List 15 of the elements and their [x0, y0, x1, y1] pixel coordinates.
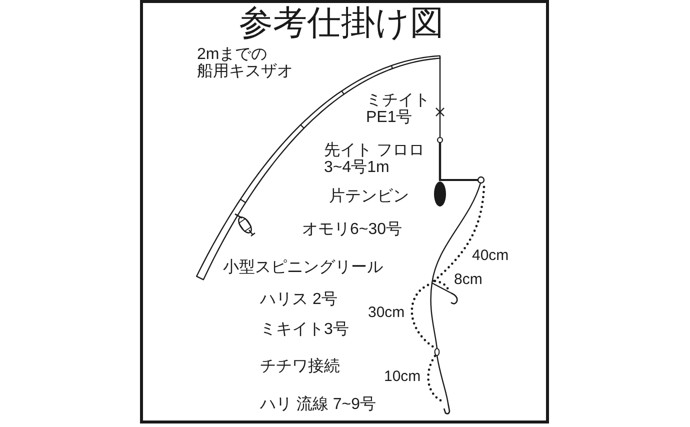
part-label: ハリス 2号 [260, 291, 338, 309]
dimension-label: 10cm [384, 368, 421, 386]
part-label: 片テンビン [329, 188, 409, 206]
part-label: ミキイト3号 [260, 321, 349, 339]
dimension-label: 40cm [472, 247, 509, 265]
part-label: チチワ接続 [260, 358, 340, 376]
part-label: ミチイトPE1号 [366, 92, 431, 126]
part-label: 2mまでの船用キスザオ [197, 46, 294, 80]
dimension-label: 8cm [454, 271, 482, 289]
part-label: オモリ6~30号 [302, 221, 402, 239]
part-label: 先イト フロロ3~4号1m [324, 142, 426, 176]
title: 参考仕掛け図 [239, 4, 444, 42]
dimension-label: 30cm [368, 304, 405, 322]
part-label: ハリ 流線 7~9号 [260, 396, 376, 414]
part-label: 小型スピニングリール [223, 259, 383, 277]
